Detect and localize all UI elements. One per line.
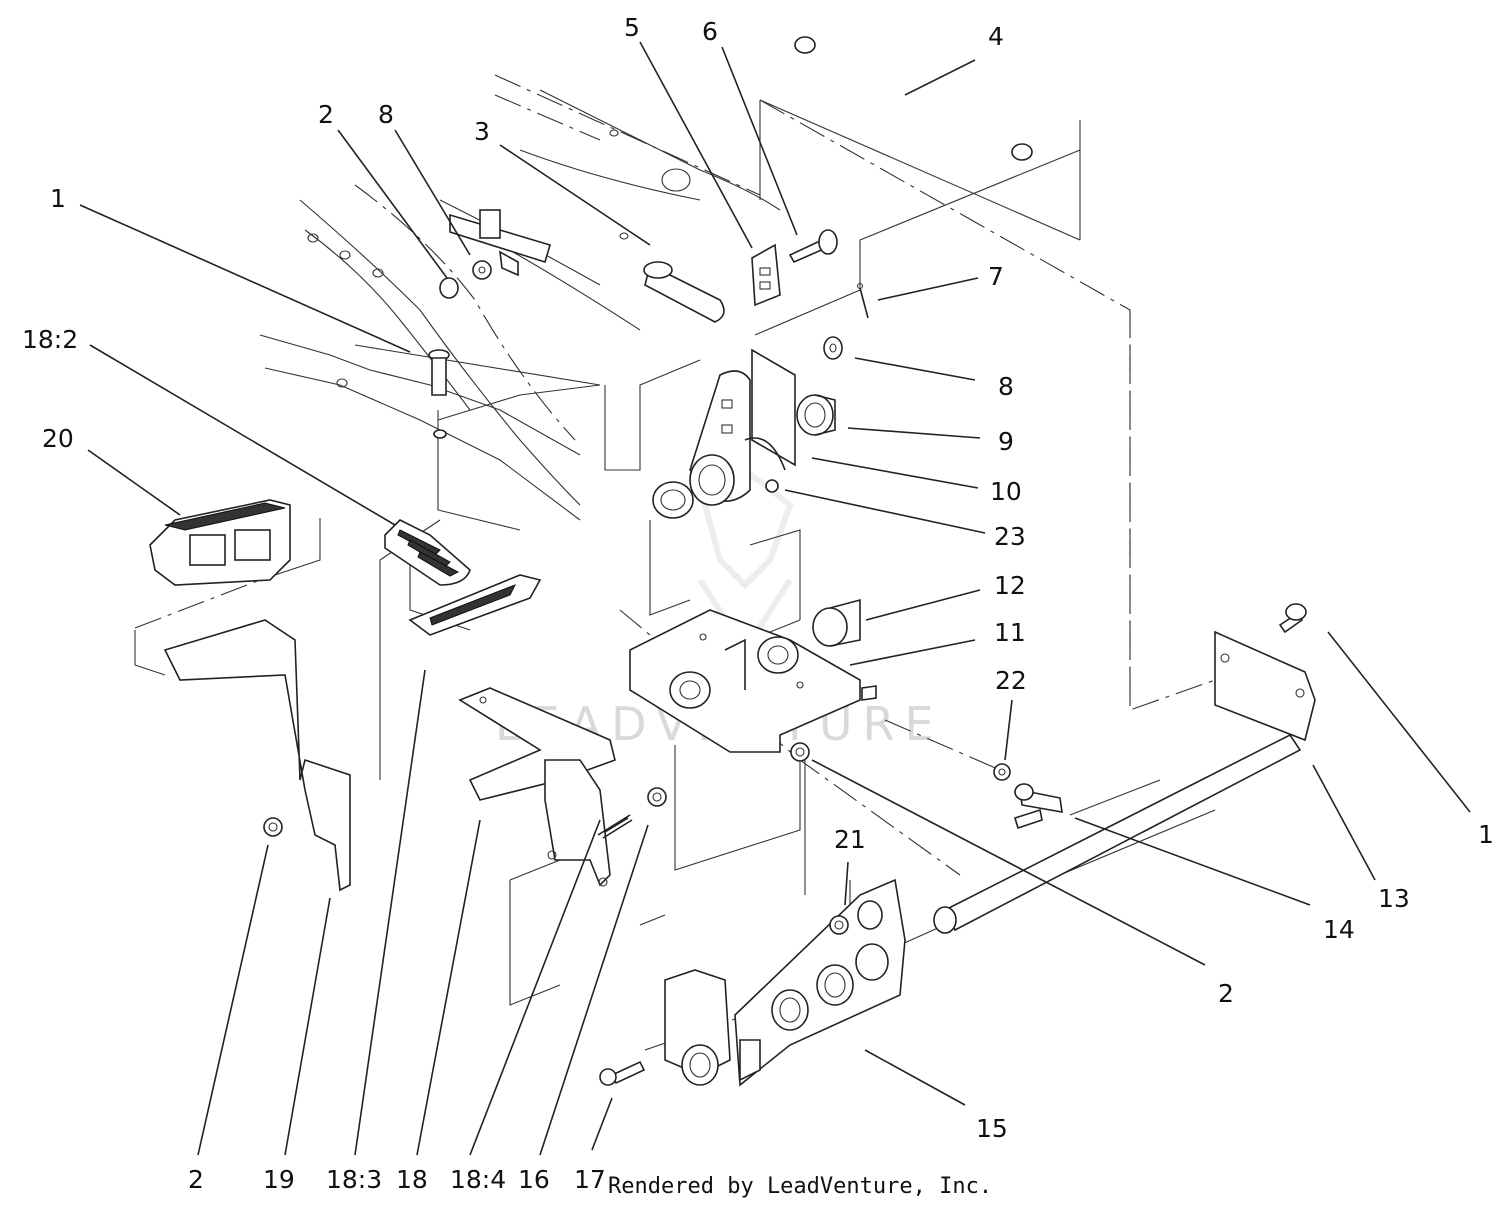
bracket-part-11 [629,609,877,753]
footer-credit: Rendered by LeadVenture, Inc. [608,1174,992,1199]
callout-14: 14 [1323,915,1355,944]
callout-2-top: 2 [318,100,334,129]
callout-2-right: 2 [1218,979,1234,1008]
pedal-arm-part-18 [458,687,616,887]
callout-18-2: 18:2 [22,325,78,354]
shaft-part-13 [933,630,1316,934]
pedal-arm-part-19 [163,619,351,892]
callout-15: 15 [976,1114,1008,1143]
callout-18-3: 18:3 [326,1165,382,1194]
callout-20: 20 [42,424,74,453]
callout-10: 10 [990,477,1022,506]
bracket-part-15 [664,878,906,1087]
callout-2-bottom: 2 [188,1165,204,1194]
callout-19: 19 [263,1165,295,1194]
callout-5: 5 [624,13,640,42]
callout-23: 23 [994,522,1026,551]
bolt-part-6 [788,229,838,264]
pin-part-3 [643,261,725,323]
nut-part-21 [829,915,849,935]
callout-17: 17 [574,1165,606,1194]
callout-13: 13 [1378,884,1410,913]
nut-part-23 [765,479,779,493]
rod-part-4 [794,36,1033,161]
bolt-part-17 [599,1060,646,1086]
leader-lines [79,41,1471,1156]
callout-8-top: 8 [378,100,394,129]
callout-7: 7 [988,262,1004,291]
bracket-part-5 [751,243,781,307]
pedal-arm-part-10 [652,348,796,519]
pedal-pad-part-18-2 [384,519,471,586]
callout-12: 12 [994,571,1026,600]
callout-16: 16 [518,1165,550,1194]
callout-1-top-left: 1 [50,184,66,213]
callout-1-right: 1 [1478,820,1494,849]
nut-part-16 [647,787,667,807]
pin-part-7 [856,282,869,319]
callout-21: 21 [834,825,866,854]
frame-holes [307,129,691,388]
callout-labels: 1 2 8 3 5 6 4 7 8 9 10 23 12 11 22 1 13 … [22,13,1494,1194]
callout-9: 9 [998,427,1014,456]
bushing-part-9 [796,394,836,436]
callout-18: 18 [396,1165,428,1194]
bolt-part-1-left [428,349,450,439]
callout-22: 22 [995,666,1027,695]
callout-3: 3 [474,117,490,146]
callout-6: 6 [702,17,718,46]
callout-18-4: 18:4 [450,1165,506,1194]
pedal-pad-part-20 [149,499,291,586]
nut-part-2-left [263,817,283,837]
callout-11: 11 [994,618,1026,647]
upper-linkage [439,209,551,299]
pedal-part-18-3 [408,574,542,636]
nut-part-22 [993,763,1011,781]
spring-part-18-4 [597,814,633,839]
pivot-part-14 [1014,783,1063,830]
washer-part-8 [823,336,843,360]
callout-8-right: 8 [998,372,1014,401]
bolt-part-1-right [1278,603,1307,634]
nut-part-2-mid [790,742,810,762]
callout-4: 4 [988,22,1004,51]
bushing-part-12 [812,598,861,647]
frame-outline [134,74,1216,1051]
